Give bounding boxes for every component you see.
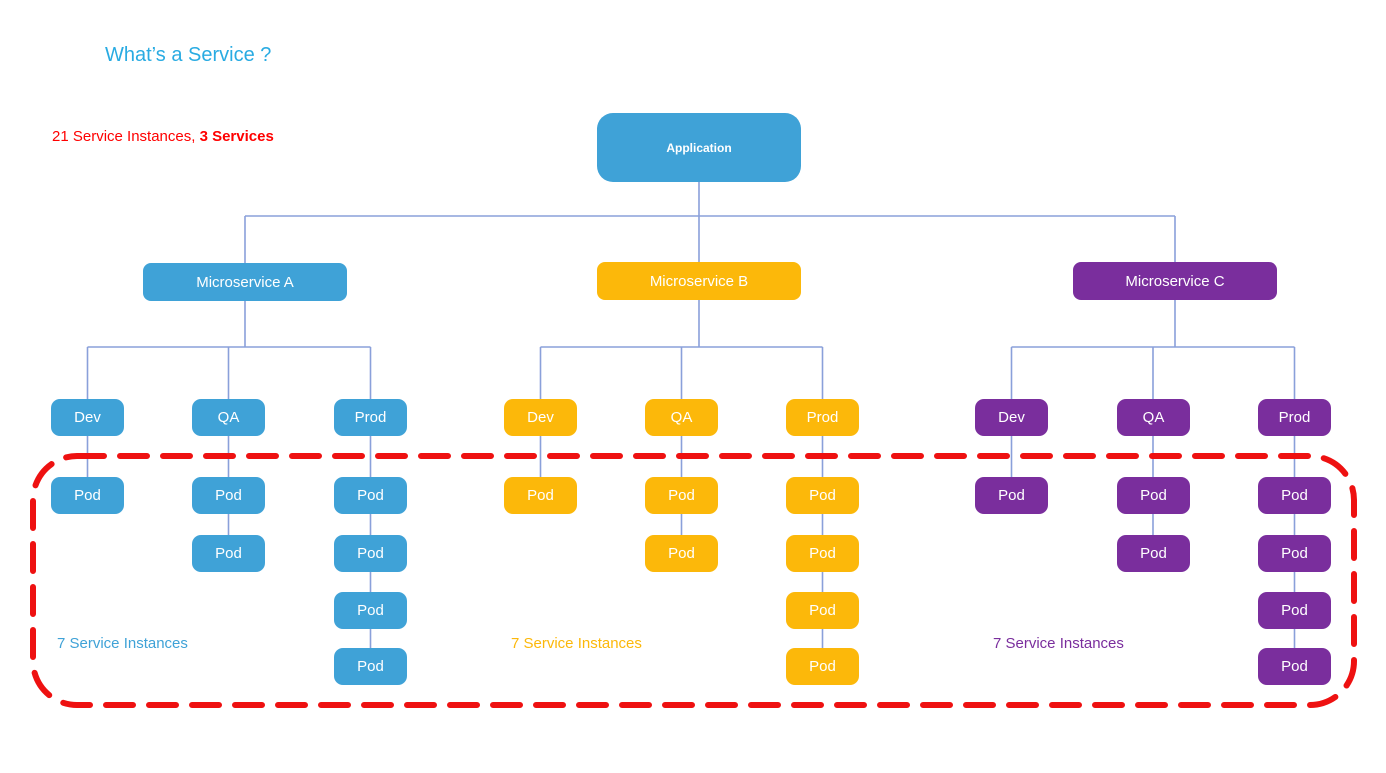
application-node: Application: [597, 113, 801, 182]
env-b-dev: Dev: [504, 399, 577, 436]
connector-app-to-services: [244, 182, 1176, 263]
summary-text: 21 Service Instances, 3 Services: [52, 128, 274, 145]
pod-c-prod-4: Pod: [1258, 648, 1331, 685]
microservice-c-node: Microservice C: [1073, 262, 1277, 300]
pod-c-qa-1: Pod: [1117, 477, 1190, 514]
pod-b-qa-2: Pod: [645, 535, 718, 572]
pod-c-prod-2: Pod: [1258, 535, 1331, 572]
connector-service-c-to-envs: [1010, 300, 1296, 399]
env-a-prod: Prod: [334, 399, 407, 436]
env-c-qa: QA: [1117, 399, 1190, 436]
pod-b-prod-3: Pod: [786, 592, 859, 629]
pod-a-dev-1: Pod: [51, 477, 124, 514]
pod-b-qa-1: Pod: [645, 477, 718, 514]
pod-b-dev-1: Pod: [504, 477, 577, 514]
env-a-dev: Dev: [51, 399, 124, 436]
connector-service-a-to-envs: [86, 301, 372, 399]
summary-bold: 3 Services: [199, 128, 274, 145]
microservice-b-node: Microservice B: [597, 262, 801, 300]
microservice-a-node: Microservice A: [143, 263, 347, 301]
pod-a-prod-3: Pod: [334, 592, 407, 629]
pod-c-prod-1: Pod: [1258, 477, 1331, 514]
instances-caption-b: 7 Service Instances: [511, 635, 642, 652]
instances-caption-c: 7 Service Instances: [993, 635, 1124, 652]
pod-b-prod-1: Pod: [786, 477, 859, 514]
env-a-qa: QA: [192, 399, 265, 436]
connector-service-b-to-envs: [539, 300, 824, 399]
pod-c-prod-3: Pod: [1258, 592, 1331, 629]
pod-a-qa-2: Pod: [192, 535, 265, 572]
pod-a-prod-1: Pod: [334, 477, 407, 514]
pod-c-dev-1: Pod: [975, 477, 1048, 514]
pod-b-prod-2: Pod: [786, 535, 859, 572]
pod-a-prod-2: Pod: [334, 535, 407, 572]
env-c-prod: Prod: [1258, 399, 1331, 436]
pod-c-qa-2: Pod: [1117, 535, 1190, 572]
instances-caption-a: 7 Service Instances: [57, 635, 188, 652]
summary-normal: 21 Service Instances,: [52, 128, 200, 145]
env-c-dev: Dev: [975, 399, 1048, 436]
pod-a-prod-4: Pod: [334, 648, 407, 685]
env-b-prod: Prod: [786, 399, 859, 436]
env-b-qa: QA: [645, 399, 718, 436]
pod-b-prod-4: Pod: [786, 648, 859, 685]
slide-title: What’s a Service ?: [105, 44, 272, 66]
pod-a-qa-1: Pod: [192, 477, 265, 514]
